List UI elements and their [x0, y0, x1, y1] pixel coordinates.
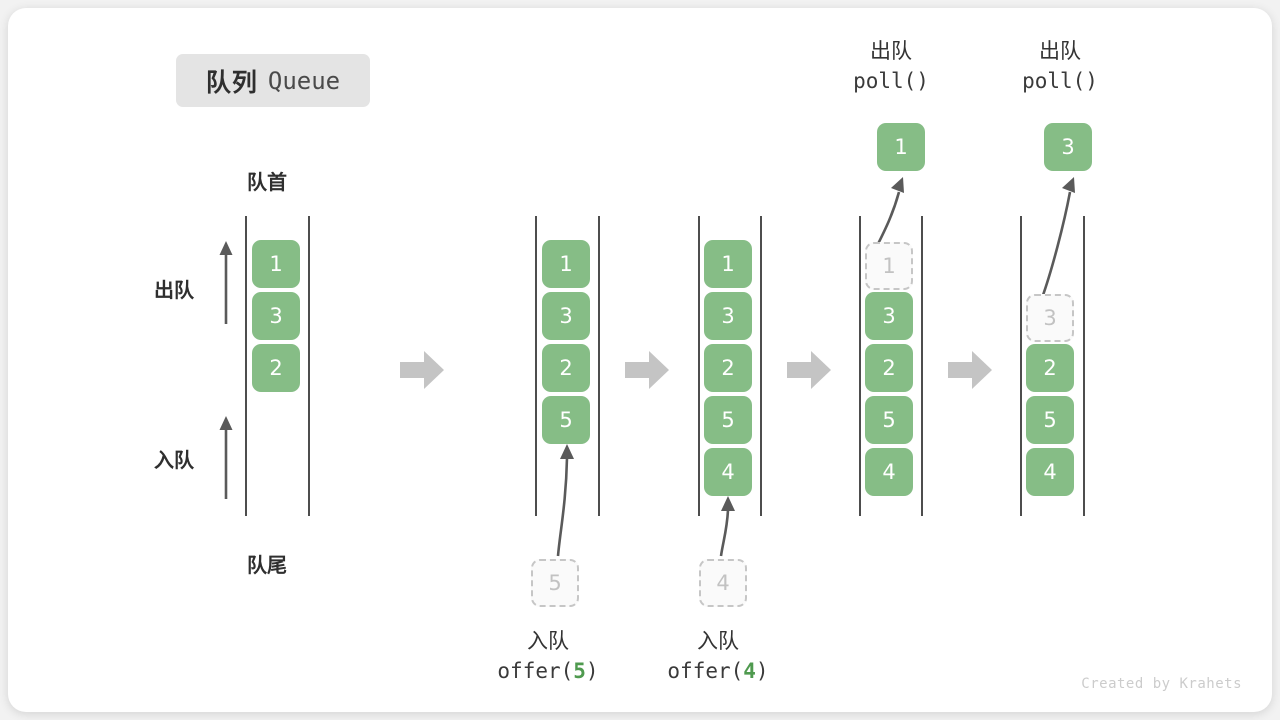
- queue-box: 1: [704, 240, 752, 288]
- popped-box: 3: [1044, 123, 1092, 171]
- rear-label: 队尾: [247, 553, 287, 577]
- caption-cn: 出队: [1039, 39, 1081, 63]
- front-label: 队首: [247, 170, 287, 194]
- queue-box: 2: [542, 344, 590, 392]
- ghost-box: 4: [699, 559, 747, 607]
- step-arrow-icon: [787, 351, 831, 389]
- caption-cn: 入队: [527, 629, 569, 653]
- queue-box: 5: [1026, 396, 1074, 444]
- dequeue-motion-arrow: [1040, 177, 1075, 299]
- rail-right: [921, 216, 923, 516]
- rail-right: [1083, 216, 1085, 516]
- rail-left: [535, 216, 537, 516]
- caption-code: poll(): [1022, 69, 1098, 93]
- rail-left: [859, 216, 861, 516]
- caption-code: poll(): [853, 69, 929, 93]
- watermark: Created by Krahets: [1081, 676, 1242, 692]
- queue-box: 2: [704, 344, 752, 392]
- queue-box: 3: [542, 292, 590, 340]
- rail-right: [760, 216, 762, 516]
- dequeue-label: 出队: [154, 278, 194, 302]
- queue-box: 2: [865, 344, 913, 392]
- queue-box-new: 4: [704, 448, 752, 496]
- ghost-box: 3: [1026, 294, 1074, 342]
- queue-box: 5: [865, 396, 913, 444]
- dequeue-direction-arrow: [219, 241, 233, 324]
- diagram-card: 队列 Queue 队首 队尾 出队 入队 1 3 2 1 3 2 5 5: [8, 8, 1272, 712]
- popped-box: 1: [877, 123, 925, 171]
- queue-box: 4: [865, 448, 913, 496]
- queue-box: 1: [252, 240, 300, 288]
- dequeue-motion-arrow: [875, 177, 904, 247]
- title-cn: 队列: [205, 67, 258, 97]
- enqueue-label: 入队: [154, 448, 194, 472]
- step-arrow-icon: [948, 351, 992, 389]
- queue-box: 5: [704, 396, 752, 444]
- queue-box-new: 5: [542, 396, 590, 444]
- rail-left: [698, 216, 700, 516]
- step-arrow-icon: [400, 351, 444, 389]
- queue-box: 3: [252, 292, 300, 340]
- caption-cn: 入队: [697, 629, 739, 653]
- ghost-box: 1: [865, 242, 913, 290]
- title-badge: 队列 Queue: [176, 54, 370, 107]
- queue-box: 2: [252, 344, 300, 392]
- queue-box: 3: [865, 292, 913, 340]
- title-en: Queue: [267, 66, 341, 95]
- stage-3-caption: 入队 offer(4): [618, 626, 818, 686]
- enqueue-motion-arrow: [556, 444, 574, 557]
- caption-code: offer(5): [497, 659, 599, 683]
- caption-cn: 出队: [870, 39, 912, 63]
- queue-box: 2: [1026, 344, 1074, 392]
- stage-2-caption: 入队 offer(5): [448, 626, 648, 686]
- rail-right: [308, 216, 310, 516]
- rail-left: [1020, 216, 1022, 516]
- ghost-box: 5: [531, 559, 579, 607]
- caption-code: offer(4): [667, 659, 769, 683]
- queue-box: 1: [542, 240, 590, 288]
- enqueue-motion-arrow: [719, 496, 735, 557]
- stage-4-caption: 出队 poll(): [801, 36, 981, 96]
- enqueue-direction-arrow: [219, 416, 233, 499]
- stage-5-caption: 出队 poll(): [970, 36, 1150, 96]
- queue-box: 4: [1026, 448, 1074, 496]
- rail-left: [245, 216, 247, 516]
- rail-right: [598, 216, 600, 516]
- step-arrow-icon: [625, 351, 669, 389]
- queue-box: 3: [704, 292, 752, 340]
